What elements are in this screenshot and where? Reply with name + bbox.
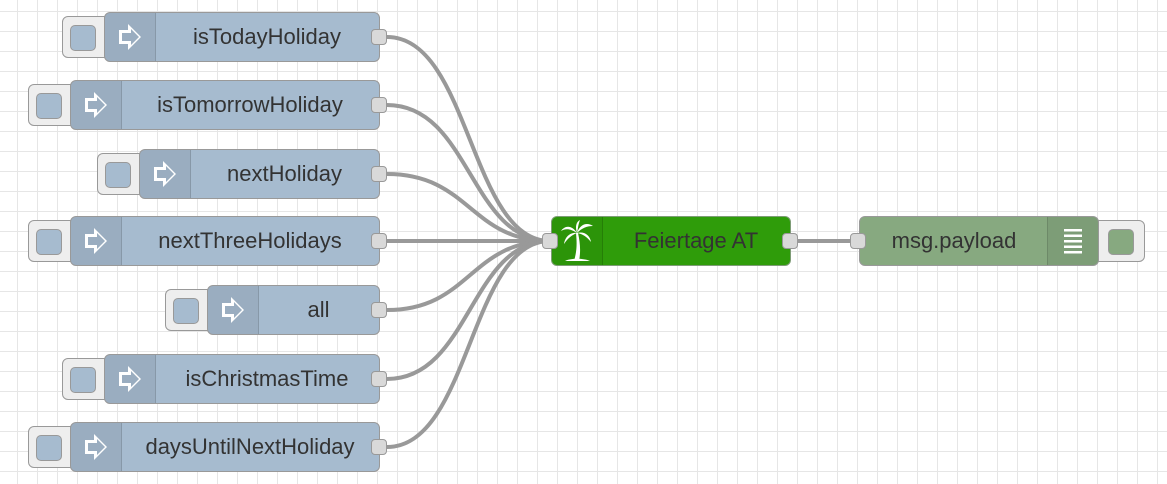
- inject-node-istomorrowholiday[interactable]: isTomorrowHoliday: [28, 80, 388, 130]
- wire-istodayholiday[interactable]: [385, 35, 552, 243]
- inject-node-label: isTomorrowHoliday: [157, 92, 343, 117]
- arrow-in-icon: [71, 217, 122, 265]
- debug-node-label: msg.payload: [891, 228, 1017, 253]
- inject-node-body[interactable]: all: [207, 285, 380, 335]
- arrow-in-icon: [71, 81, 122, 129]
- inject-trigger-square: [36, 229, 62, 255]
- input-port[interactable]: [850, 233, 866, 249]
- arrow-in-icon: [140, 150, 191, 198]
- arrow-in-icon: [105, 13, 156, 61]
- inject-trigger-button[interactable]: [62, 358, 110, 400]
- wire-nextholiday[interactable]: [385, 172, 552, 243]
- inject-node-body[interactable]: nextHoliday: [139, 149, 380, 199]
- wire-ischristmastime[interactable]: [385, 239, 552, 381]
- arrow-in-icon: [208, 286, 259, 334]
- wire-daysuntilnextholiday[interactable]: [385, 239, 552, 449]
- inject-node-istodayholiday[interactable]: isTodayHoliday: [62, 12, 388, 62]
- input-port[interactable]: [542, 233, 558, 249]
- palm-tree-icon: [552, 217, 603, 265]
- debug-node-body[interactable]: msg.payload: [859, 216, 1099, 266]
- wire-all[interactable]: [385, 239, 552, 312]
- inject-trigger-square: [36, 435, 62, 461]
- inject-trigger-square: [173, 298, 199, 324]
- output-port[interactable]: [371, 97, 387, 113]
- feiertage-node[interactable]: Feiertage AT: [542, 216, 798, 266]
- inject-trigger-square: [36, 93, 62, 119]
- output-port[interactable]: [371, 439, 387, 455]
- inject-trigger-square: [70, 367, 96, 393]
- output-port[interactable]: [371, 166, 387, 182]
- inject-node-body[interactable]: isTomorrowHoliday: [70, 80, 380, 130]
- inject-node-ischristmastime[interactable]: isChristmasTime: [62, 354, 388, 404]
- output-port[interactable]: [371, 29, 387, 45]
- inject-trigger-button[interactable]: [97, 153, 145, 195]
- inject-node-body[interactable]: daysUntilNextHoliday: [70, 422, 380, 472]
- inject-trigger-square: [105, 162, 131, 188]
- inject-trigger-button[interactable]: [28, 84, 76, 126]
- inject-node-all[interactable]: all: [165, 285, 388, 335]
- inject-node-body[interactable]: nextThreeHolidays: [70, 216, 380, 266]
- wire-istomorrowholiday[interactable]: [385, 103, 552, 243]
- inject-trigger-button[interactable]: [28, 426, 76, 468]
- debug-toggle-button[interactable]: [1093, 220, 1145, 262]
- output-port[interactable]: [371, 302, 387, 318]
- arrow-in-icon: [105, 355, 156, 403]
- debug-toggle-square: [1108, 229, 1134, 255]
- inject-node-label: isChristmasTime: [185, 366, 349, 391]
- inject-node-body[interactable]: isChristmasTime: [104, 354, 380, 404]
- arrow-in-icon: [71, 423, 122, 471]
- inject-node-nextthreeholidays[interactable]: nextThreeHolidays: [28, 216, 388, 266]
- debug-list-icon: [1047, 217, 1098, 265]
- inject-node-label: nextThreeHolidays: [158, 228, 342, 253]
- inject-node-label: isTodayHoliday: [193, 24, 341, 49]
- inject-trigger-button[interactable]: [62, 16, 110, 58]
- inject-trigger-square: [70, 25, 96, 51]
- inject-node-nextholiday[interactable]: nextHoliday: [97, 149, 388, 199]
- feiertage-node-label: Feiertage AT: [633, 228, 759, 253]
- inject-trigger-button[interactable]: [165, 289, 213, 331]
- inject-node-daysuntilnextholiday[interactable]: daysUntilNextHoliday: [28, 422, 388, 472]
- output-port[interactable]: [371, 233, 387, 249]
- inject-node-label: all: [307, 297, 330, 322]
- inject-trigger-button[interactable]: [28, 220, 76, 262]
- output-port[interactable]: [371, 371, 387, 387]
- debug-node[interactable]: msg.payload: [850, 216, 1147, 266]
- feiertage-node-body[interactable]: Feiertage AT: [551, 216, 791, 266]
- inject-node-label: nextHoliday: [227, 161, 342, 186]
- inject-node-label: daysUntilNextHoliday: [145, 434, 355, 459]
- inject-node-body[interactable]: isTodayHoliday: [104, 12, 380, 62]
- output-port[interactable]: [782, 233, 798, 249]
